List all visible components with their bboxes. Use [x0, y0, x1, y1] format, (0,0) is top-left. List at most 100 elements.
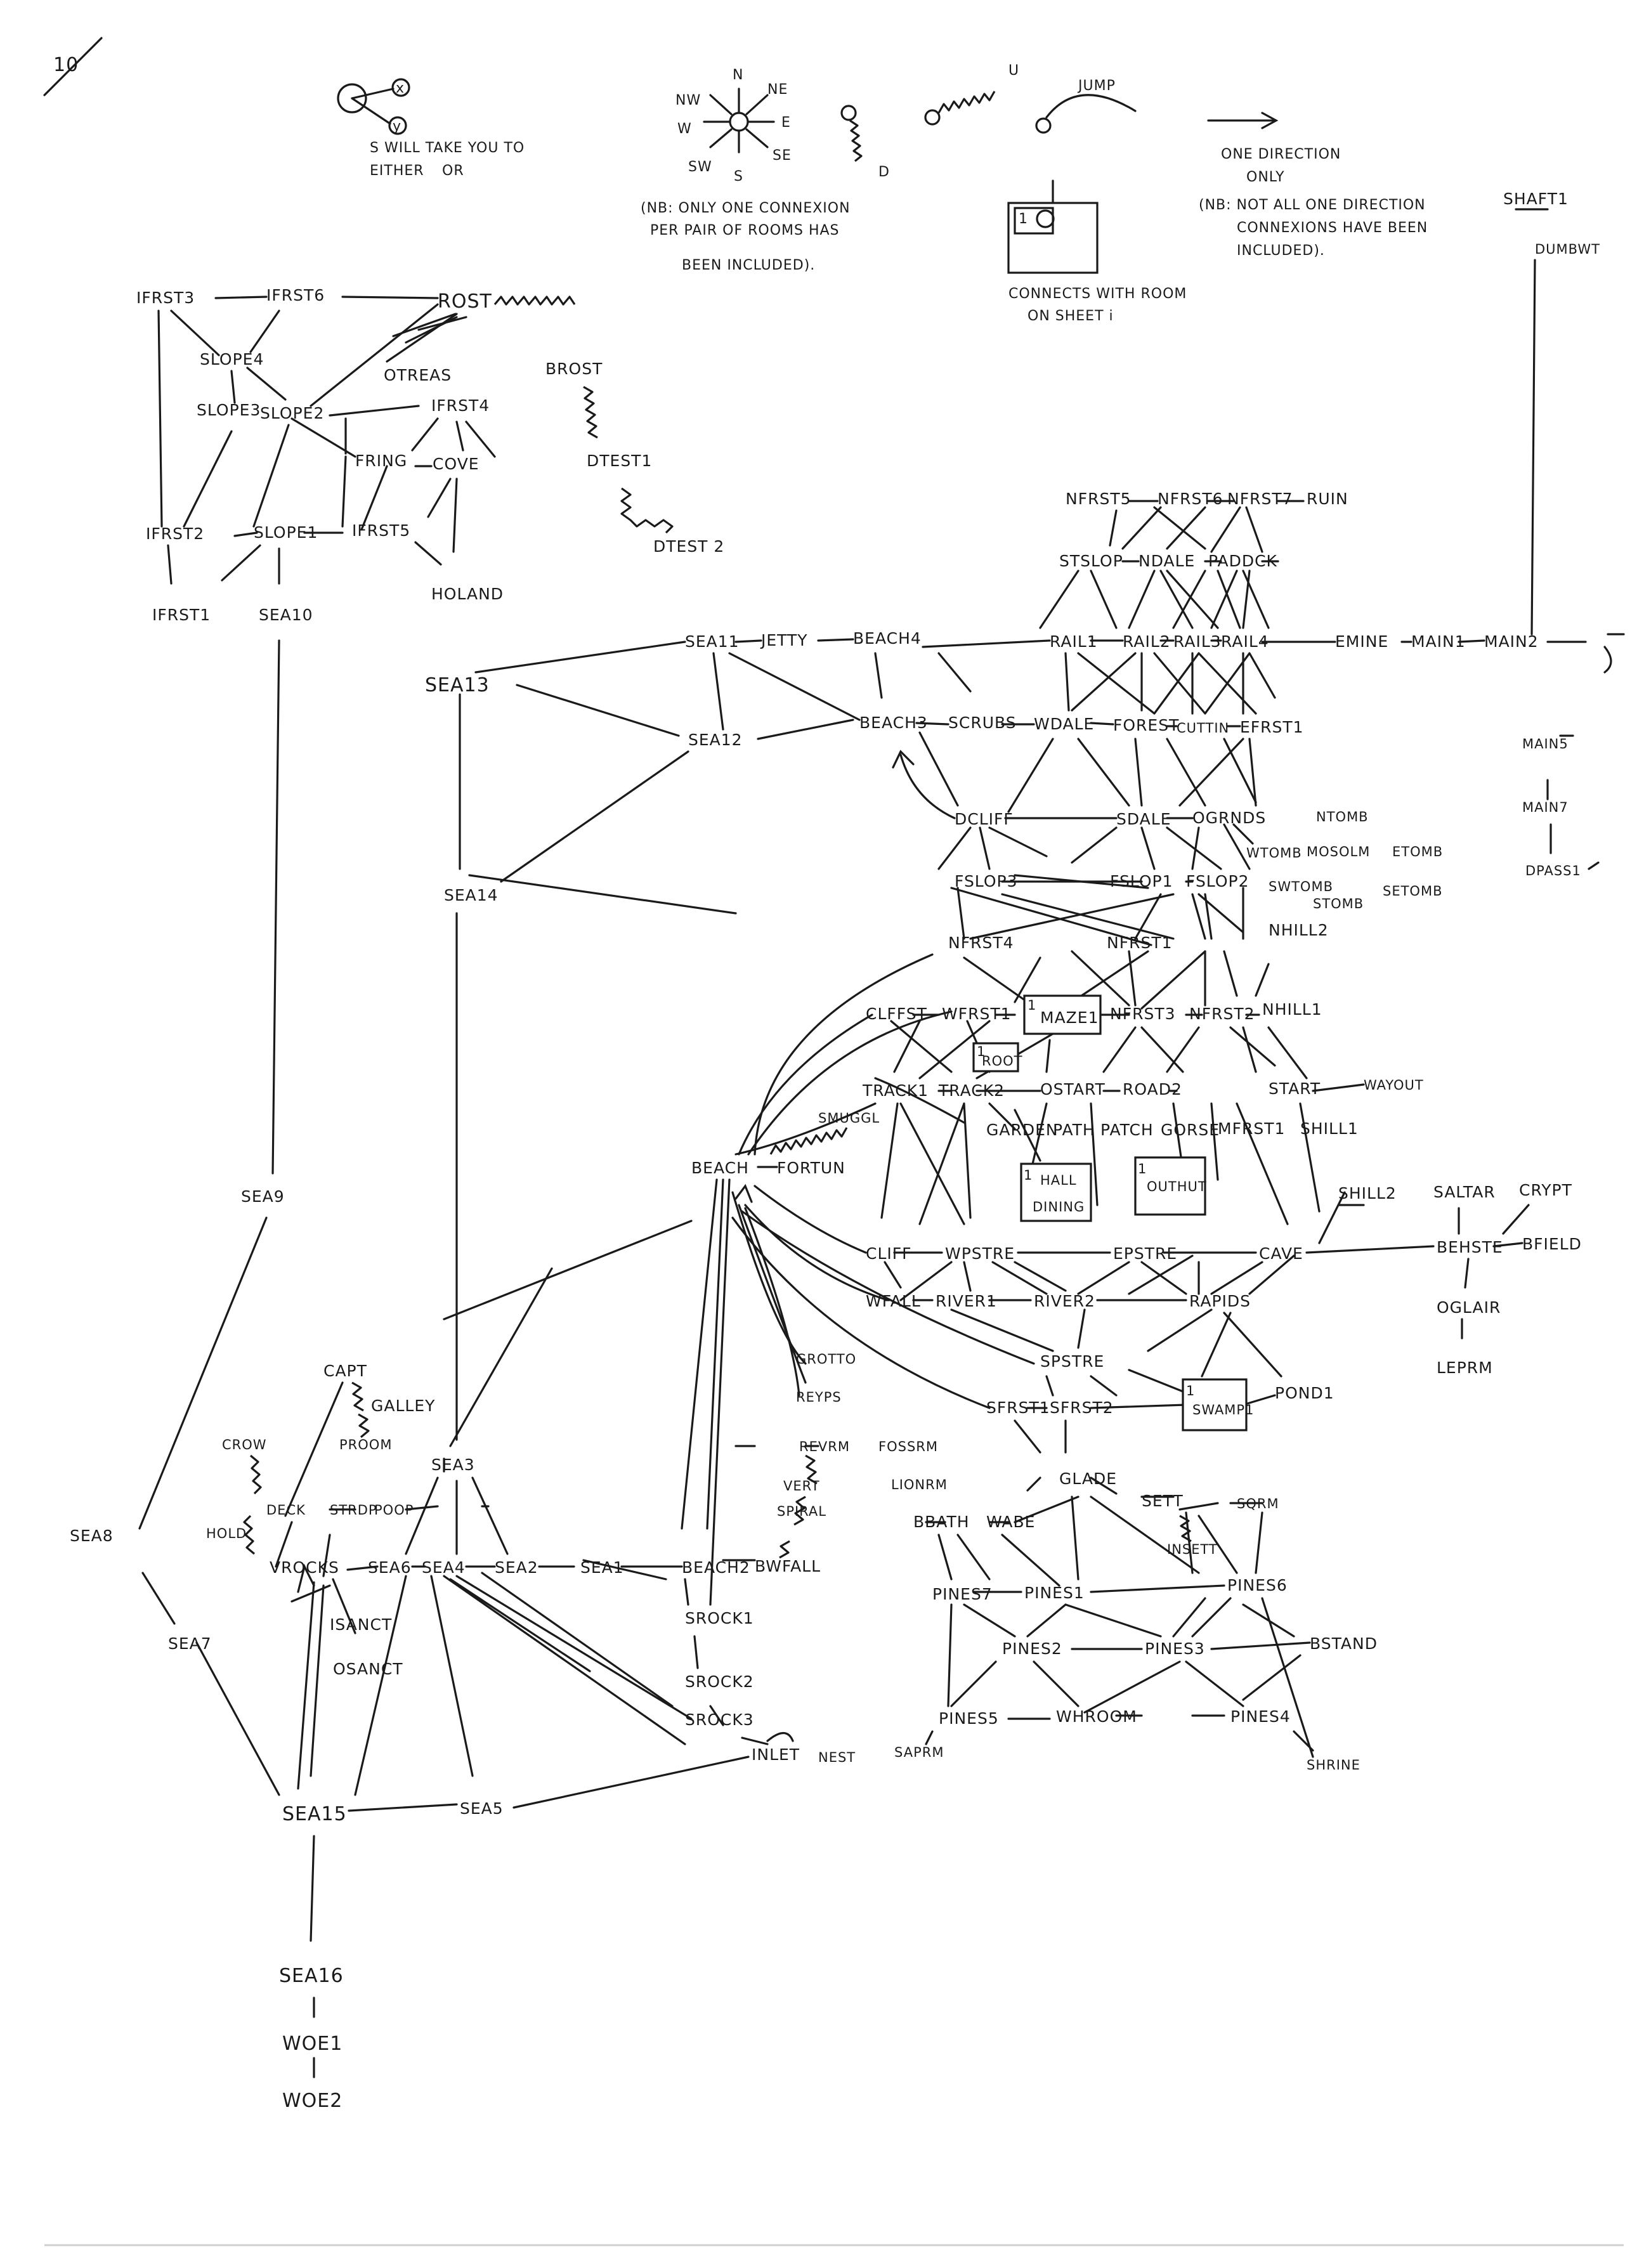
room-label: WTOMB	[1246, 845, 1302, 861]
edge	[1588, 861, 1600, 870]
room-label: ISANCT	[330, 1615, 392, 1634]
edge	[884, 1191, 1365, 1301]
legend-x-circle	[391, 78, 410, 97]
edge	[1090, 639, 1587, 643]
room-label: INLET	[752, 1745, 800, 1764]
edge	[734, 638, 854, 643]
edge	[1045, 1369, 1194, 1397]
legend-y-circle	[388, 116, 407, 135]
edge	[329, 405, 420, 417]
room-label: WFALL	[866, 1292, 921, 1310]
room-label: WOE1	[282, 2033, 342, 2055]
edge	[1109, 506, 1263, 553]
edge	[937, 1083, 1365, 1092]
room-label: TRACK1	[862, 1081, 929, 1100]
edge	[233, 531, 258, 537]
room-label: SEA2	[495, 1558, 538, 1577]
edge	[290, 417, 356, 458]
edge	[214, 296, 268, 299]
edge	[138, 1216, 268, 1530]
room-label: SFRST2	[1050, 1398, 1114, 1417]
room-label: HALL	[1040, 1173, 1077, 1188]
edge	[757, 719, 854, 740]
room-label: CROW	[222, 1437, 267, 1452]
room-label: NFRST4	[948, 934, 1014, 952]
room-label: RAIL4	[1221, 632, 1269, 651]
legend-updown-line3: OR	[442, 163, 464, 179]
room-label: CAPT	[323, 1362, 367, 1380]
room-label: WPSTRE	[945, 1244, 1015, 1263]
room-label: WOE2	[282, 2090, 342, 2112]
room-label: STRDP	[330, 1502, 377, 1518]
room-label: BEACH3	[859, 714, 928, 732]
edge	[937, 1496, 1263, 1587]
edge	[354, 1575, 693, 1796]
room-label: WFRST1	[942, 1005, 1012, 1023]
room-label: WAYOUT	[1364, 1078, 1424, 1093]
edge	[455, 420, 464, 452]
edge	[880, 1102, 1321, 1225]
edge	[1077, 738, 1130, 807]
edge	[341, 296, 439, 299]
room-label: SEA12	[688, 731, 743, 749]
edge	[738, 1013, 873, 1156]
room-label: INSETT	[1167, 1542, 1218, 1557]
room-label: RIVER2	[1034, 1292, 1095, 1310]
room-label: SETT	[1142, 1492, 1184, 1510]
room-label: GALLEY	[371, 1397, 435, 1415]
legend-sheet-inner	[1014, 207, 1054, 235]
edge	[1014, 1419, 1067, 1454]
compass-edge	[709, 128, 733, 148]
room-label: IFRST3	[136, 289, 195, 307]
edge	[500, 750, 689, 883]
edge	[443, 1220, 693, 1320]
legend-up-label: U	[1008, 63, 1019, 79]
room-label: SEA8	[70, 1527, 114, 1545]
room-label: NFRST2	[1189, 1005, 1255, 1023]
room-label: OUTHUT	[1147, 1179, 1207, 1194]
room-label: SEA1	[580, 1558, 624, 1577]
edge	[474, 641, 686, 674]
room-label: JETTY	[760, 631, 808, 649]
room-label: NFRST1	[1107, 934, 1173, 952]
room-label: SLOPE1	[254, 523, 318, 542]
swamp1-sheet-num: 1	[1186, 1383, 1195, 1398]
edge	[157, 310, 163, 528]
edge	[1248, 738, 1257, 807]
compass-e: E	[781, 115, 791, 131]
edge	[937, 652, 972, 693]
edge	[346, 1565, 683, 1571]
room-label: EPSTRE	[1113, 1244, 1177, 1263]
root-box	[972, 1042, 1019, 1072]
legend-y-mark: y	[393, 119, 401, 134]
room-label: SEA13	[425, 674, 490, 696]
room-label: BWFALL	[755, 1557, 821, 1575]
room-label: STOMB	[1313, 896, 1364, 911]
room-label: SETOMB	[1383, 883, 1442, 899]
room-label: GLADE	[1059, 1470, 1117, 1488]
room-label: MAZE1	[1040, 1008, 1099, 1027]
room-label: WDALE	[1034, 715, 1094, 733]
room-label: SEA16	[279, 1965, 344, 1987]
edge	[947, 1597, 1314, 1758]
edge	[754, 953, 934, 1156]
room-label: IFRST6	[266, 286, 325, 304]
edge	[170, 310, 220, 356]
room-label: WABE	[986, 1513, 1035, 1531]
wiggle-revrm-vert	[805, 1454, 818, 1485]
wiggle-brost-dtest1	[583, 386, 598, 439]
edge	[290, 1581, 331, 1790]
compass-edge	[745, 128, 769, 148]
edge	[731, 1191, 807, 1365]
edge	[874, 1077, 965, 1124]
room-label: NDALE	[1138, 552, 1195, 570]
room-label: IFRST2	[146, 525, 204, 543]
room-label: NFRST6	[1158, 490, 1223, 508]
room-label: FSLOP2	[1186, 872, 1249, 890]
wiggle-galley-proom	[358, 1413, 370, 1438]
one-direction-label-1: ONE DIRECTION	[1221, 147, 1341, 162]
hall-sheet-num: 1	[1024, 1168, 1033, 1183]
room-label: VERT	[783, 1478, 820, 1494]
room-label: RIVER1	[936, 1292, 997, 1310]
arrowhead	[734, 1183, 753, 1203]
